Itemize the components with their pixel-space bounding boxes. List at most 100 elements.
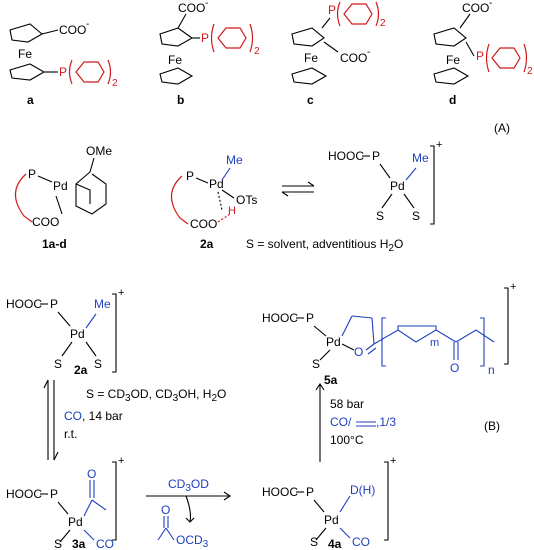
svg-text:P: P: [186, 169, 194, 183]
svg-text:H: H: [228, 205, 236, 217]
step3-arrow: [315, 383, 325, 462]
svg-text:COO: COO: [190, 217, 217, 231]
cp-ring-top: [9, 23, 43, 43]
svg-text:S: S: [94, 357, 102, 371]
svg-text:-: -: [205, 0, 208, 9]
bracket-left: [68, 59, 73, 85]
svg-text:Me: Me: [226, 153, 243, 167]
cp-ring-top: [291, 27, 325, 47]
compound-label: 1a-d: [42, 237, 67, 251]
svg-text:COO: COO: [32, 215, 59, 229]
svg-text:S: S: [54, 357, 62, 371]
svg-text:-: -: [86, 19, 89, 30]
iron-atom: Fe: [18, 47, 32, 61]
svg-text:HOOC: HOOC: [6, 297, 42, 311]
svg-text:P: P: [28, 167, 36, 181]
palladium-atom: Pd: [326, 335, 341, 349]
acid-group: COO: [178, 1, 205, 15]
compound-label: 3a: [72, 537, 86, 550]
svg-text:+: +: [510, 281, 516, 293]
svg-text:O: O: [450, 361, 459, 375]
svg-text:+: +: [118, 455, 124, 467]
phosphine-p: P: [201, 31, 209, 45]
svg-text:+: +: [118, 287, 124, 299]
acid-group: COO: [340, 51, 367, 65]
compound-c: P 2 COO - Fe c: [291, 1, 386, 107]
compound-a: COO - Fe P 2 a: [9, 19, 118, 107]
phenyl-ring: [217, 27, 247, 49]
compound-3a: HOOC P Pd O S CO 3a +: [6, 455, 124, 550]
svg-text:CO: CO: [96, 537, 114, 550]
cp-ring-top: [159, 27, 194, 47]
palladium-atom: Pd: [53, 179, 68, 193]
svg-text:CO: CO: [352, 535, 370, 549]
svg-text:n: n: [488, 363, 495, 377]
svg-text:O: O: [161, 503, 170, 517]
compound-label: 2a: [200, 237, 214, 251]
phosphine-p: P: [59, 65, 67, 79]
compound-label: b: [177, 93, 184, 107]
svg-text:S: S: [54, 537, 62, 550]
compound-d: COO - P 2 Fe d: [433, 0, 533, 107]
svg-text:P: P: [306, 311, 314, 325]
step3-pressure: 58 bar: [330, 397, 364, 411]
cp-ring-bottom: [159, 67, 194, 85]
svg-text:P: P: [372, 149, 380, 163]
svg-text:+: +: [436, 139, 442, 151]
svg-text:S: S: [412, 209, 420, 223]
compound-label: 2a: [74, 363, 88, 377]
iron-atom: Fe: [304, 51, 318, 65]
step3-temperature: 100°C: [330, 433, 364, 447]
s-definition: S = CD3OD, CD3OH, H2O: [86, 387, 226, 404]
compound-4a: HOOC P Pd D(H) S CO 4a +: [262, 455, 396, 550]
compound-2a-neutral: P Pd Me OTs COO H 2a: [170, 153, 257, 251]
svg-text:OMe: OMe: [86, 144, 112, 158]
methyl-acetate: O OCD3: [157, 503, 209, 550]
palladium-atom: Pd: [68, 515, 83, 529]
phenyl-ring: [75, 61, 105, 83]
palladium-atom: Pd: [209, 177, 224, 191]
svg-text:2: 2: [254, 46, 260, 57]
svg-text:D(H): D(H): [350, 483, 375, 497]
svg-text:-: -: [489, 0, 492, 9]
compound-1a-d: P Pd COO OMe 1a-d: [14, 144, 112, 251]
panel-a-label: (A): [494, 121, 510, 135]
svg-text:m: m: [430, 337, 439, 349]
svg-text:HOOC: HOOC: [262, 485, 298, 499]
palladium-atom: Pd: [70, 327, 85, 341]
acid-group: COO: [462, 1, 489, 15]
step1-conditions: CO, 14 bar: [64, 409, 123, 423]
cp-ring-top: [433, 27, 467, 47]
step2-arrow: [146, 491, 231, 523]
compound-2a: HOOC P Pd Me S S 2a +: [6, 287, 124, 377]
phosphine-p: P: [476, 49, 484, 63]
phosphine-p: P: [328, 3, 336, 17]
ligand-backbone: [14, 173, 33, 223]
step2-reagent: CD3OD: [168, 477, 209, 494]
svg-text:O: O: [354, 345, 363, 359]
svg-text:2: 2: [527, 66, 533, 77]
iron-atom: Fe: [168, 53, 182, 67]
svg-text:P: P: [50, 297, 58, 311]
step3-ratio: ,1/3: [376, 415, 396, 429]
step3-gas: CO/: [330, 415, 352, 429]
cation-complex: HOOC P Pd Me S S +: [328, 139, 442, 225]
svg-text:HOOC: HOOC: [262, 311, 298, 325]
svg-text:OTs: OTs: [236, 193, 257, 207]
cp-ring-bottom: [9, 63, 46, 81]
compound-label: d: [449, 93, 456, 107]
svg-text:S: S: [312, 357, 320, 371]
compound-5a: HOOC P Pd O S m O n 5a +: [262, 281, 516, 387]
svg-text:-: -: [367, 47, 370, 58]
palladium-atom: Pd: [324, 513, 339, 527]
svg-text:P: P: [50, 487, 58, 501]
svg-text:S: S: [310, 535, 318, 549]
step1-temperature: r.t.: [64, 427, 77, 441]
svg-text:OCD3: OCD3: [176, 533, 209, 550]
solvent-note: S = solvent, adventitious H2O: [246, 237, 403, 254]
compound-b: COO - P 2 Fe b: [159, 0, 260, 107]
cyclooctenyl-ring: [75, 157, 107, 215]
iron-atom: Fe: [446, 53, 460, 67]
compound-label: 4a: [328, 537, 342, 550]
cp-ring-bottom: [291, 67, 328, 85]
